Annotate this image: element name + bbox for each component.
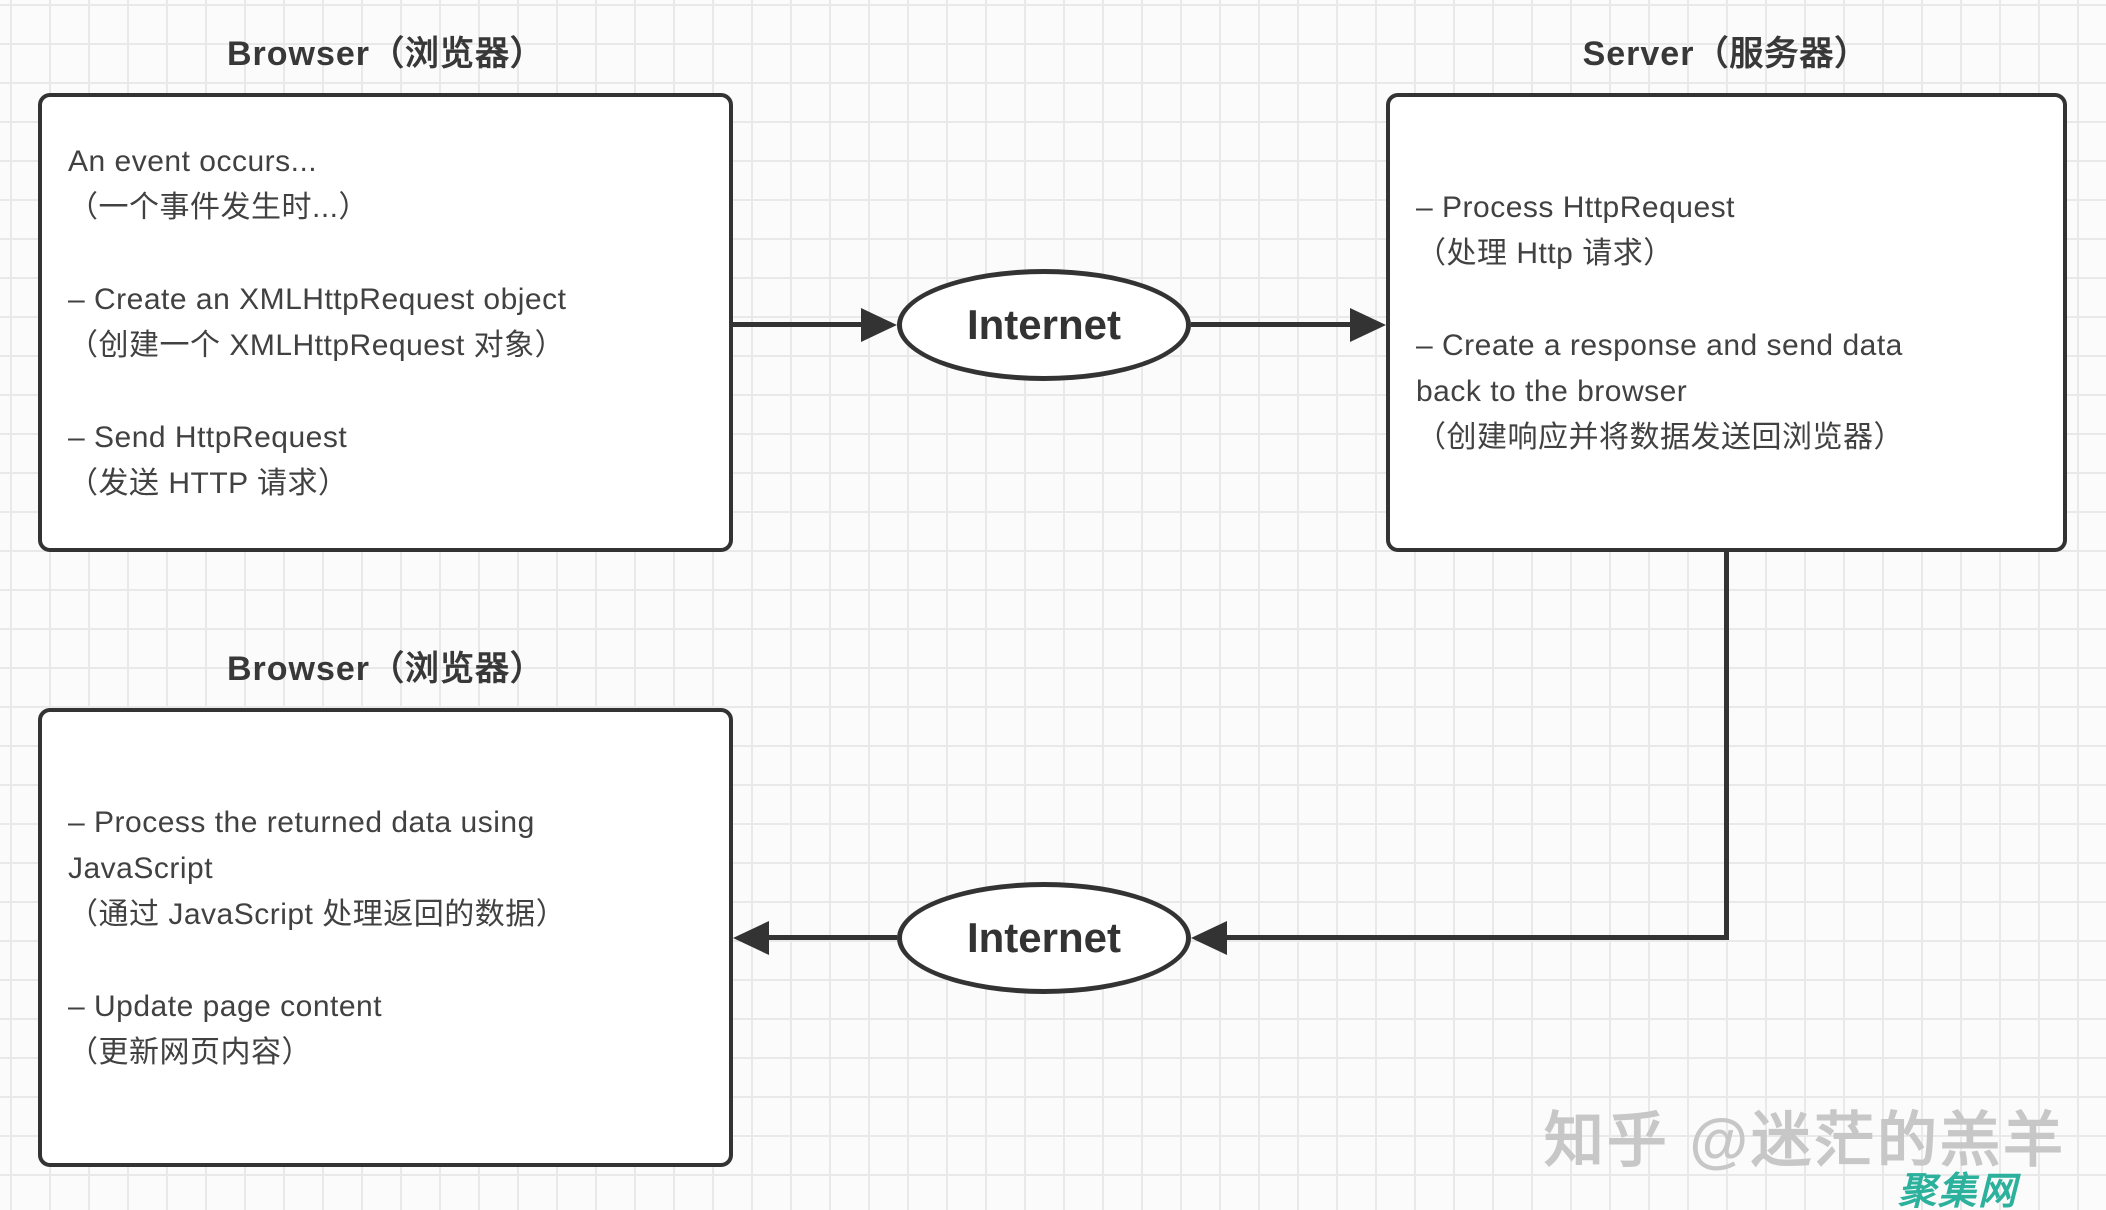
arrow-line: [733, 322, 863, 327]
arrow-line: [767, 935, 897, 940]
internet-label-bottom: Internet: [966, 914, 1121, 961]
browser-top-title: Browser（浏览器）: [226, 35, 546, 73]
server-box: – Process HttpRequest （处理 Http 请求） – Crea…: [1386, 93, 2067, 552]
text-line: （通过 JavaScript 处理返回的数据）: [68, 897, 567, 931]
text-line: [68, 938, 703, 984]
internet-label-top: Internet: [966, 301, 1121, 348]
text-line: （一个事件发生时...）: [68, 190, 370, 224]
text-line: – Update page content: [68, 989, 383, 1023]
text-line: back to the browser: [1416, 374, 1688, 408]
text-line: （处理 Http 请求）: [1416, 236, 1674, 270]
arrowhead-left-icon: [733, 921, 769, 955]
text-line: [68, 369, 703, 415]
arrow-line: [1191, 322, 1353, 327]
arrowhead-right-icon: [1350, 308, 1386, 342]
text-line: （创建响应并将数据发送回浏览器）: [1416, 420, 1904, 454]
connector-horizontal-line: [1227, 935, 1729, 940]
text-line: – Process the returned data using: [68, 805, 535, 839]
connector-vertical-line: [1724, 552, 1729, 940]
text-line: – Send HttpRequest: [68, 420, 348, 454]
text-line: [68, 231, 703, 277]
juji-site-watermark: 聚集网: [1897, 1171, 2018, 1210]
server-title: Server（服务器）: [1582, 35, 1870, 73]
internet-ellipse-top: Internet: [897, 269, 1191, 381]
text-line: An event occurs...: [68, 144, 318, 178]
text-line: – Process HttpRequest: [1416, 190, 1735, 224]
text-line: （创建一个 XMLHttpRequest 对象）: [68, 328, 566, 362]
text-line: JavaScript: [68, 851, 214, 885]
zhihu-watermark: 知乎 @迷茫的羔羊: [1543, 1107, 2066, 1174]
text-line: （更新网页内容）: [68, 1035, 312, 1069]
arrowhead-right-icon: [861, 308, 897, 342]
internet-ellipse-bottom: Internet: [897, 882, 1191, 994]
browser-top-box: An event occurs... （一个事件发生时...） – Create …: [38, 93, 733, 552]
text-line: [1416, 277, 2037, 323]
text-line: – Create a response and send data: [1416, 328, 1903, 362]
text-line: – Create an XMLHttpRequest object: [68, 282, 567, 316]
browser-bottom-title: Browser（浏览器）: [226, 650, 546, 688]
text-line: （发送 HTTP 请求）: [68, 466, 349, 500]
arrowhead-left-icon: [1191, 921, 1227, 955]
